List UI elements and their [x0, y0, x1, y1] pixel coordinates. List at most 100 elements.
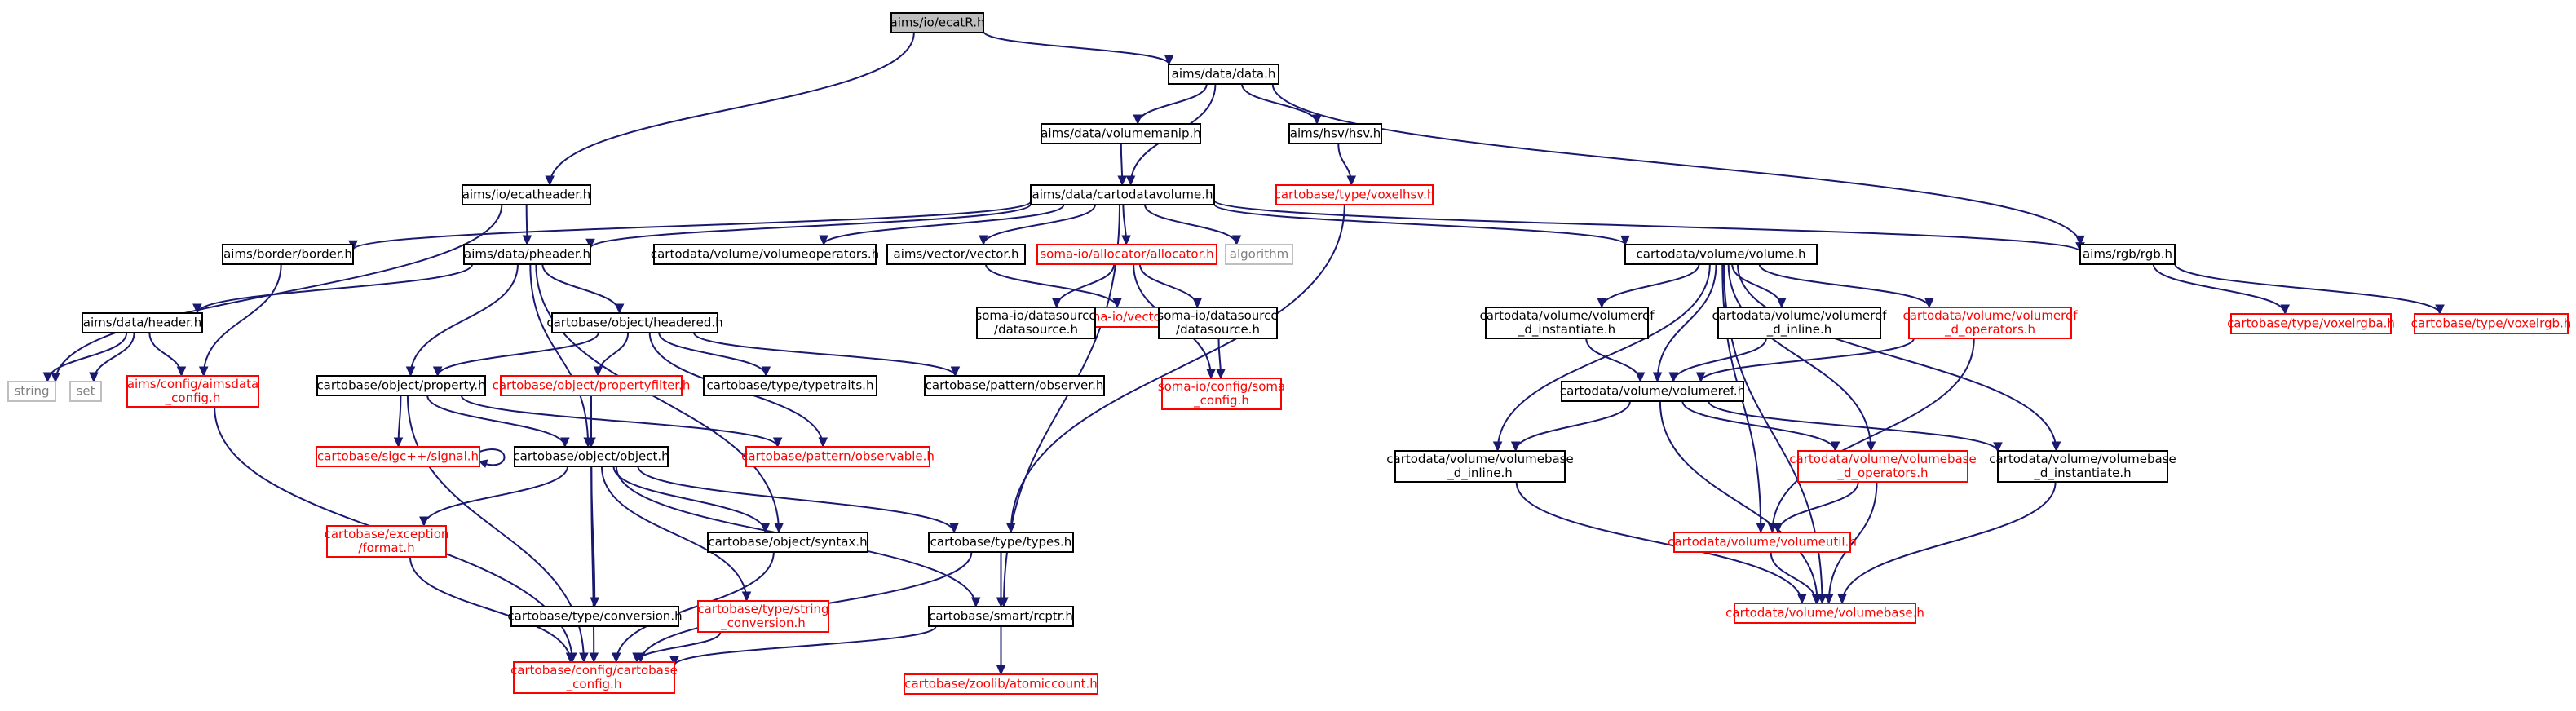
node-vbinl[interactable]: cartodata/volume/volumebase_d_inline.h	[1386, 450, 1574, 483]
edge-header-aimsdata	[148, 332, 183, 377]
node-header[interactable]: aims/data/header.h	[82, 312, 203, 333]
node-cdv[interactable]: aims/data/cartodatavolume.h	[1030, 184, 1215, 205]
node-conversion[interactable]: cartobase/type/conversion.h	[507, 606, 683, 627]
node-box-hsv	[1288, 123, 1382, 144]
arrowhead-object-exception	[419, 516, 429, 528]
node-pheader[interactable]: aims/data/pheader.h	[463, 244, 591, 265]
node-typetraits[interactable]: cartobase/type/typetraits.h	[703, 375, 877, 396]
node-vector[interactable]: aims/vector/vector.h	[886, 244, 1026, 265]
node-data[interactable]: aims/data/data.h	[1168, 64, 1279, 85]
node-label-atomic-0: cartobase/zoolib/atomiccount.h	[904, 677, 1097, 691]
edge-object-exception	[422, 466, 569, 527]
node-border[interactable]: aims/border/border.h	[222, 244, 354, 265]
edge-property-observable	[460, 395, 779, 448]
node-ds2[interactable]: soma-io/datasource/datasource.h	[1157, 307, 1279, 339]
arrowhead-alloc-ds2	[1192, 298, 1203, 309]
node-vmanip[interactable]: aims/data/volumemanip.h	[1041, 123, 1201, 144]
edge-data-vmanip	[1137, 83, 1208, 125]
node-label-voxhsv-0: cartobase/type/voxelhsv.h	[1275, 188, 1435, 202]
arrowhead-rgb-voxrgb	[2435, 304, 2445, 316]
node-label-alloc-0: soma-io/allocator/allocator.h	[1040, 247, 1213, 262]
node-ecat[interactable]: aims/io/ecatR.h	[890, 12, 985, 33]
edge-volumeref-vbinl	[1514, 400, 1631, 452]
node-label-cdv-0: aims/data/cartodatavolume.h	[1032, 188, 1213, 202]
node-box-pheader	[463, 244, 591, 265]
node-label-typetraits-0: cartobase/type/typetraits.h	[707, 378, 874, 393]
node-vrefinl[interactable]: cartodata/volume/volumeref_d_inline.h	[1712, 307, 1887, 339]
edge-volumeh-vbinst	[1736, 263, 2057, 452]
node-box-vrefops	[1908, 307, 2072, 339]
arrowhead-ecath-string	[51, 372, 60, 383]
node-aimsdata[interactable]: aims/config/aimsdata_config.h	[126, 375, 259, 408]
edge-cdv-border	[352, 201, 1032, 251]
node-volutil[interactable]: cartodata/volume/volumeutil.h	[1668, 532, 1857, 553]
edge-vrefops-volutil	[1771, 338, 1975, 533]
edge-object-types	[637, 466, 956, 533]
node-observable[interactable]: cartobase/pattern/observable.h	[741, 446, 935, 467]
node-rcptr[interactable]: cartobase/smart/rcptr.h	[928, 606, 1074, 627]
node-volumeh[interactable]: cartodata/volume/volume.h	[1624, 244, 1818, 265]
node-box-syntax	[707, 532, 868, 553]
node-somaconfig[interactable]: soma-io/config/soma_config.h	[1158, 378, 1285, 410]
node-volops[interactable]: cartodata/volume/volumeoperators.h	[651, 244, 879, 265]
node-vbops[interactable]: cartodata/volume/volumebase_d_operators.…	[1789, 450, 1977, 483]
arrowhead-ecath-pheader	[522, 235, 532, 246]
node-hsv[interactable]: aims/hsv/hsv.h	[1288, 123, 1382, 144]
node-ecath[interactable]: aims/io/ecatheader.h	[462, 184, 591, 205]
node-vrefops[interactable]: cartodata/volume/volumeref_d_operators.h	[1902, 307, 2078, 339]
node-headered[interactable]: cartobase/object/headered.h	[546, 312, 723, 333]
node-strconv[interactable]: cartobase/type/string_conversion.h	[697, 600, 829, 633]
node-volbase[interactable]: cartodata/volume/volumebase.h	[1725, 603, 1924, 624]
arrowhead-volumeh-vbinst	[2051, 441, 2061, 453]
node-box-border	[222, 244, 354, 265]
node-label-ecath-0: aims/io/ecatheader.h	[462, 188, 591, 202]
node-exception[interactable]: cartobase/exception/format.h	[325, 525, 449, 558]
arrowhead-strconv-cbconfig	[632, 652, 642, 664]
arrowhead-volumeh-vbinl	[1492, 441, 1503, 453]
arrowhead-vbops-volutil	[1773, 523, 1783, 534]
arrowhead-cdv-volumeh	[1620, 235, 1630, 246]
node-observer[interactable]: cartobase/pattern/observer.h	[924, 375, 1105, 396]
node-cbconfig[interactable]: cartobase/config/cartobase_config.h	[510, 661, 678, 694]
node-box-cdv	[1030, 184, 1215, 205]
arrowhead-cdv-vector	[979, 235, 988, 246]
arrowhead-cdv-volops	[819, 235, 828, 246]
node-label-vbops-1: _d_operators.h	[1836, 466, 1928, 481]
node-box-data	[1168, 64, 1279, 85]
arrowhead-vbinl-volbase	[1797, 594, 1807, 605]
node-box-rgb	[2079, 244, 2176, 265]
arrowhead-pheader-header	[192, 303, 202, 315]
node-propfilter[interactable]: cartobase/object/propertyfilter.h	[493, 375, 691, 396]
node-property[interactable]: cartobase/object/property.h	[316, 375, 486, 396]
node-label-hsv-0: aims/hsv/hsv.h	[1290, 126, 1381, 141]
node-label-vbinst-1: _d_instantiate.h	[2033, 466, 2131, 481]
node-atomic[interactable]: cartobase/zoolib/atomiccount.h	[904, 673, 1098, 695]
node-alloc[interactable]: soma-io/allocator/allocator.h	[1036, 244, 1217, 265]
node-signal[interactable]: cartobase/sigc++/signal.h	[316, 446, 480, 467]
node-voxrgba[interactable]: cartobase/type/voxelrgba.h	[2227, 313, 2395, 334]
node-box-header	[82, 312, 203, 333]
node-vrefinst[interactable]: cartodata/volume/volumeref_d_instantiate…	[1479, 307, 1655, 339]
node-label-somaconfig-1: _config.h	[1193, 393, 1249, 408]
node-types[interactable]: cartobase/type/types.h	[928, 532, 1074, 553]
edge-alloc-ds1	[1055, 263, 1116, 308]
node-voxhsv[interactable]: cartobase/type/voxelhsv.h	[1275, 184, 1435, 205]
node-voxrgb[interactable]: cartobase/type/voxelrgb.h	[2411, 313, 2572, 334]
node-ds1[interactable]: soma-io/datasource/datasource.h	[975, 307, 1097, 339]
edge-cdv-volumeh	[1213, 203, 1626, 246]
node-box-strconv	[697, 600, 829, 633]
node-rgb[interactable]: aims/rgb/rgb.h	[2079, 244, 2176, 265]
edge-object-cbconfig	[590, 466, 595, 663]
node-label-vbinl-0: cartodata/volume/volumebase	[1386, 452, 1573, 466]
node-vbinst[interactable]: cartodata/volume/volumebase_d_instantiat…	[1989, 450, 2176, 483]
node-object[interactable]: cartobase/object/object.h	[513, 446, 669, 467]
node-volumeref[interactable]: cartodata/volume/volumeref.h	[1560, 381, 1745, 402]
node-syntax[interactable]: cartobase/object/syntax.h	[707, 532, 868, 553]
node-label-ds2-1: /datasource.h	[1176, 322, 1260, 337]
node-box-volumeref	[1561, 381, 1744, 402]
edge-vrefops-volumeref	[1699, 338, 1915, 382]
node-box-algorithm	[1225, 244, 1293, 265]
arrowhead-vbinst-volbase	[1837, 594, 1847, 605]
edge-volumeref-vbops	[1681, 400, 1836, 452]
node-label-vbops-0: cartodata/volume/volumebase	[1789, 452, 1976, 466]
